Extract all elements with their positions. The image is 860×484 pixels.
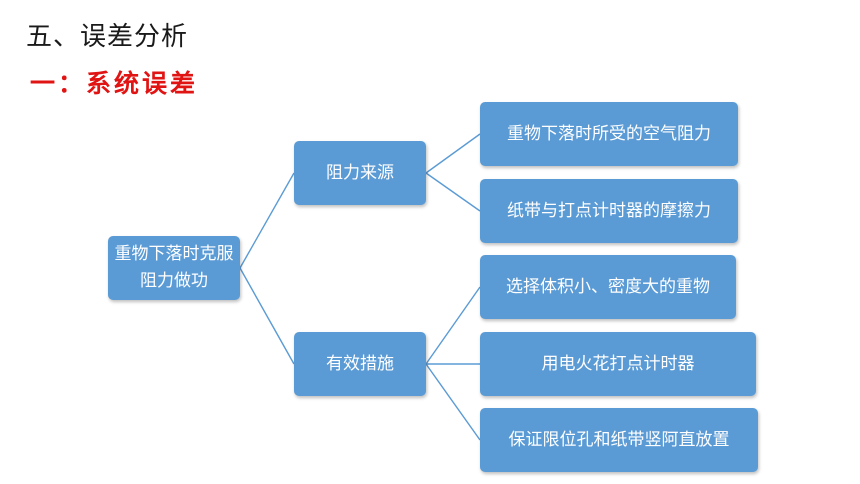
link-measures-to-heavy-object: [425, 286, 481, 365]
leaf-node-spark-timer: 用电火花打点计时器: [480, 332, 756, 396]
link-resistance-to-air: [425, 133, 481, 174]
branch-label: 阻力来源: [326, 162, 394, 183]
leaf-node-vertical-placement: 保证限位孔和纸带竖阿直放置: [480, 408, 758, 472]
leaf-label: 选择体积小、密度大的重物: [506, 276, 710, 297]
branch-node-resistance-source: 阻力来源: [294, 141, 426, 205]
leaf-label: 重物下落时所受的空气阻力: [507, 123, 711, 144]
branch-label: 有效措施: [326, 353, 394, 374]
leaf-label: 纸带与打点计时器的摩擦力: [507, 200, 711, 221]
link-measures-to-vertical: [425, 363, 481, 441]
leaf-label: 用电火花打点计时器: [541, 353, 695, 374]
leaf-node-heavy-object: 选择体积小、密度大的重物: [480, 255, 736, 319]
subsection-heading: 一：系统误差: [30, 69, 199, 98]
leaf-node-air-resistance: 重物下落时所受的空气阻力: [480, 102, 738, 166]
leaf-node-friction: 纸带与打点计时器的摩擦力: [480, 179, 738, 243]
link-root-to-measures: [239, 267, 295, 365]
section-heading: 五、误差分析: [26, 22, 189, 52]
link-resistance-to-friction: [425, 172, 481, 212]
branch-node-measures: 有效措施: [294, 332, 426, 396]
root-node: 重物下落时克服阻力做功: [108, 236, 240, 300]
root-node-label: 重物下落时克服阻力做功: [114, 244, 234, 291]
link-root-to-resistance-source: [239, 172, 295, 269]
leaf-label: 保证限位孔和纸带竖阿直放置: [508, 429, 730, 450]
